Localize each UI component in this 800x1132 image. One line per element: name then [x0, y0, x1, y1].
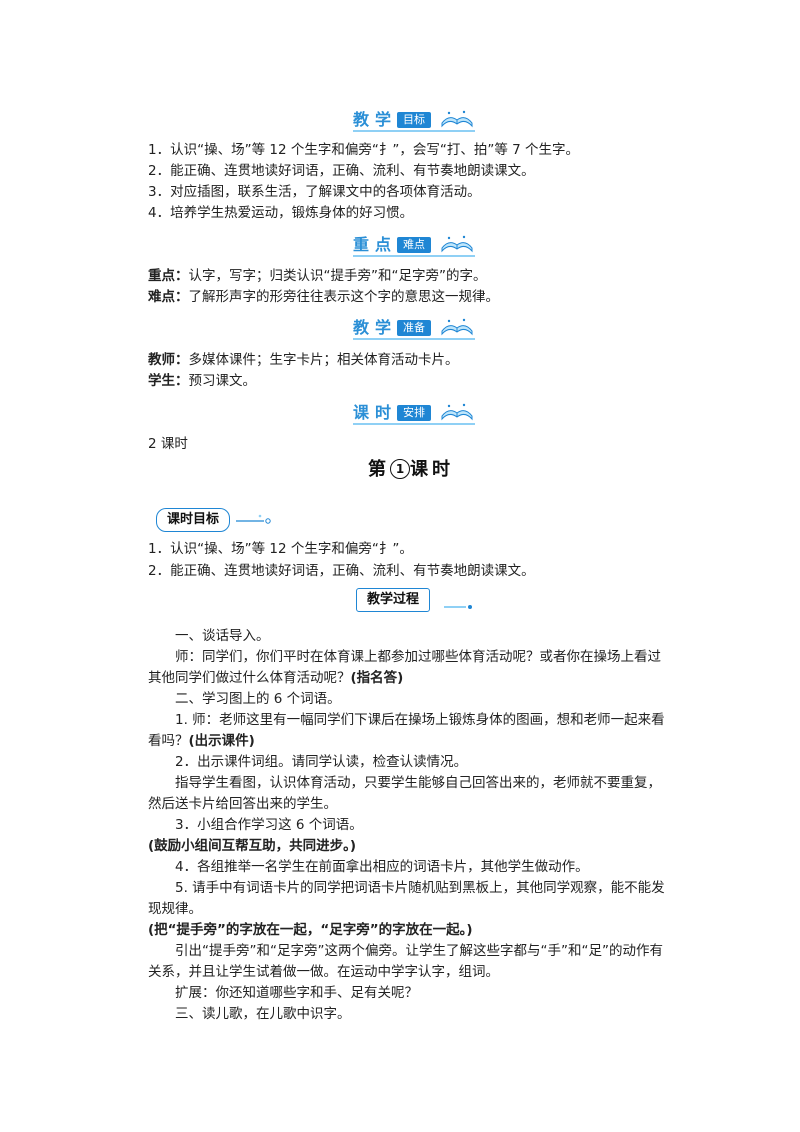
process-line-2: 师：同学们，你们平时在体育课上都参加过哪些体育活动呢？或者你在操场上看过其他同学…: [148, 647, 668, 689]
section-header-tag: 难点: [397, 237, 431, 253]
section-header-prep: 教学 准备: [353, 316, 475, 340]
process-line-3: 二、学习图上的 6 个词语。: [175, 691, 341, 707]
section-header-big: 课时: [353, 403, 398, 422]
book-icon: [441, 235, 473, 253]
process-line-2-note: (指名答): [350, 670, 404, 686]
process-line-4: 1. 师：老师这里有一幅同学们下课后在操场上锻炼身体的图画，想和老师一起来看看吗…: [148, 710, 668, 752]
process-line-4-text: 1. 师：老师这里有一幅同学们下课后在操场上锻炼身体的图画，想和老师一起来看看吗…: [148, 712, 665, 749]
goal-item-3: 3．对应插图，联系生活，了解课文中的各项体育活动。: [148, 184, 481, 200]
section-header-tag: 准备: [397, 320, 431, 336]
process-line-10: 5. 请手中有词语卡片的同学把词语卡片随机贴到黑板上，其他同学观察，能不能发现规…: [148, 880, 665, 917]
process-line-9: 4．各组推举一名学生在前面拿出相应的词语卡片，其他学生做动作。: [175, 859, 589, 875]
process-line-14: 三、读儿歌，在儿歌中识字。: [175, 1006, 351, 1022]
process-line-6: 指导学生看图，认识体育活动，只要学生能够自己回答出来的，老师就不要重复，然后送卡…: [148, 775, 661, 812]
book-icon: [441, 110, 473, 128]
goal-item-1: 1．认识“操、场”等 12 个生字和偏旁“扌”，会写“打、拍”等 7 个生字。: [148, 142, 579, 158]
process-line-12: 引出“提手旁”和“足字旁”这两个偏旁。让学生了解这些字都与“手”和“足”的动作有…: [148, 943, 663, 980]
goal-item-4: 4．培养学生热爱运动，锻炼身体的好习惯。: [148, 205, 414, 221]
section-header-big: 重点: [353, 235, 398, 254]
section-header-tag: 目标: [397, 112, 431, 128]
process-line-1: 一、谈话导入。: [175, 628, 270, 644]
process-line-8: (鼓励小组间互帮互助，共同进步。): [148, 838, 357, 854]
lesson-title-pre: 第: [368, 459, 390, 480]
prep-teacher: 教师：多媒体课件；生字卡片；相关体育活动卡片。: [148, 350, 668, 371]
header-rule: [353, 130, 475, 132]
section-header-time: 课时 安排: [353, 401, 475, 425]
process-label: 教学过程: [356, 588, 431, 612]
header-rule: [353, 423, 475, 425]
key-label: 重点：: [148, 268, 189, 284]
book-icon: [441, 403, 473, 421]
section-header-big: 教学: [353, 318, 398, 337]
lesson-goal-2: 2．能正确、连贯地读好词语，正确、流利、有节奏地朗读课文。: [148, 563, 535, 579]
lesson-goal-1: 1．认识“操、场”等 12 个生字和偏旁“扌”。: [148, 541, 413, 557]
key-text: 认字，写字；归类认识“提手旁”和“足字旁”的字。: [188, 268, 487, 284]
lesson-title-post: 课时: [410, 459, 454, 480]
time-text: 2 课时: [148, 436, 188, 452]
lesson-number: 1: [390, 459, 410, 479]
prep-student: 学生：预习课文。: [148, 371, 668, 392]
process-line-2-text: 师：同学们，你们平时在体育课上都参加过哪些体育活动呢？或者你在操场上看过其他同学…: [148, 649, 661, 686]
header-rule: [353, 255, 475, 257]
process-line-11: (把“提手旁”的字放在一起，“足字旁”的字放在一起。): [148, 922, 473, 938]
student-label: 学生：: [148, 373, 189, 389]
goal-item-2: 2．能正确、连贯地读好词语，正确、流利、有节奏地朗读课文。: [148, 163, 535, 179]
header-rule: [353, 338, 475, 340]
teacher-label: 教师：: [148, 352, 189, 368]
student-text: 预习课文。: [188, 373, 257, 389]
sparkle-icon: [236, 514, 271, 524]
sparkle-icon: [444, 605, 472, 609]
process-line-13: 扩展：你还知道哪些字和手、足有关呢？: [175, 985, 418, 1001]
teacher-text: 多媒体课件；生字卡片；相关体育活动卡片。: [188, 352, 459, 368]
hard-label: 难点：: [148, 289, 189, 305]
lesson-goals-label: 课时目标: [156, 508, 231, 532]
hard-text: 了解形声字的形旁往往表示这个字的意思这一规律。: [188, 289, 500, 305]
key-point: 重点：认字，写字；归类认识“提手旁”和“足字旁”的字。: [148, 266, 668, 287]
process-line-7: 3．小组合作学习这 6 个词语。: [175, 817, 363, 833]
section-header-tag: 安排: [397, 405, 431, 421]
section-header-goals: 教学 目标: [353, 108, 475, 132]
process-line-4-note: (出示课件): [188, 733, 255, 749]
section-header-keys: 重点 难点: [353, 233, 475, 257]
book-icon: [441, 318, 473, 336]
process-line-5: 2．出示课件词组。请同学认读，检查认读情况。: [175, 754, 468, 770]
section-header-big: 教学: [353, 110, 398, 129]
hard-point: 难点：了解形声字的形旁往往表示这个字的意思这一规律。: [148, 287, 668, 308]
